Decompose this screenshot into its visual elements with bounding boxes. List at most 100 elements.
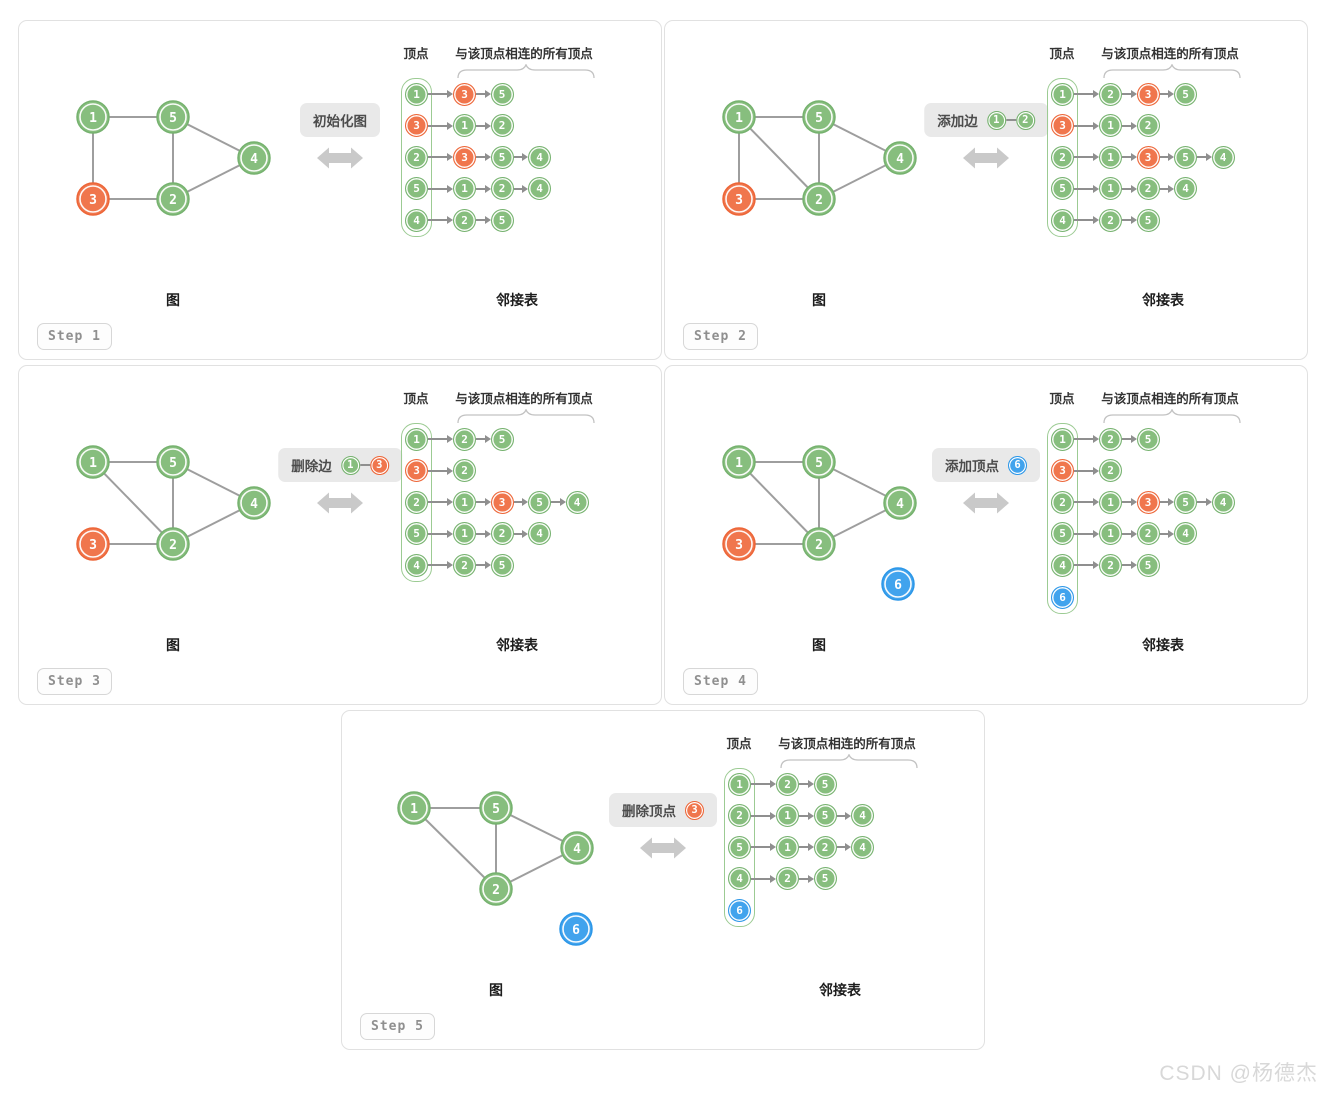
adjacent-node: 5 [490, 145, 514, 169]
brace-icon [457, 64, 595, 79]
node-circle [883, 141, 917, 175]
graph-node-label: 5 [492, 802, 500, 817]
arrow-icon [1074, 554, 1099, 577]
brace-icon [1103, 64, 1241, 79]
arrow-icon [1074, 114, 1099, 137]
vertex-column-box [1047, 423, 1078, 614]
adjacent-node: 1 [1099, 177, 1122, 201]
graph-node-5: 5 [802, 445, 836, 479]
graph-node-1: 1 [397, 791, 431, 825]
arrow-icon [476, 428, 491, 451]
node-circle [722, 182, 756, 216]
vertex-node: 2 [1051, 490, 1074, 514]
node-circle [802, 182, 836, 216]
node-circle [76, 527, 110, 561]
graph-node-label: 4 [896, 497, 904, 512]
adjacent-node: 5 [1174, 82, 1197, 106]
brace-path [1103, 64, 1241, 79]
graph-node-4: 4 [237, 486, 271, 520]
double-arrow-shape [640, 837, 686, 859]
adjacent-node: 3 [1136, 82, 1160, 106]
step-button[interactable]: Step 1 [37, 323, 112, 350]
vertex-node: 2 [405, 145, 428, 169]
graph-edge [92, 461, 174, 545]
graph-node-label: 2 [492, 883, 500, 898]
adjacent-node: 2 [776, 772, 799, 796]
adjacent-node: 1 [453, 177, 476, 201]
vertex-node: 5 [405, 522, 428, 546]
operation-label: 初始化图 [300, 103, 380, 137]
adjacent-node: 2 [1099, 553, 1122, 577]
vertex-node: 6 [1051, 585, 1074, 609]
graph-node-4: 4 [560, 831, 594, 865]
arrow-icon [751, 867, 776, 890]
adjacent-node: 4 [1211, 145, 1235, 169]
node-inner-ring [79, 103, 107, 131]
adjacent-node: 5 [813, 867, 837, 891]
adjacent-node: 5 [1136, 208, 1160, 232]
adjacent-node: 2 [490, 522, 514, 546]
arrow-icon [1159, 491, 1175, 514]
adjacent-node: 3 [453, 145, 476, 169]
adjacent-node: 2 [1099, 82, 1122, 106]
step-button[interactable]: Step 3 [37, 668, 112, 695]
node-circle [237, 486, 271, 520]
graph-node-label: 5 [815, 456, 823, 471]
graph-node-5: 5 [479, 791, 513, 825]
graph-node-5: 5 [802, 100, 836, 134]
vertex-node: 3 [405, 459, 428, 483]
vertex-column-header: 顶点 [403, 392, 429, 406]
node-inner-ring [240, 489, 268, 517]
node-inner-ring [159, 448, 187, 476]
step-button[interactable]: Step 5 [360, 1013, 435, 1040]
adjacent-node: 5 [490, 208, 514, 232]
vertex-column-header: 顶点 [1049, 47, 1075, 61]
adjacent-node: 2 [453, 459, 476, 483]
step-button[interactable]: Step 2 [683, 323, 758, 350]
arrow-icon [1122, 428, 1137, 451]
arrow-icon [1159, 177, 1175, 200]
adjacent-node: 1 [776, 804, 799, 828]
adjacent-node: 2 [453, 208, 476, 232]
node-inner-ring [725, 103, 753, 131]
brace-path [457, 64, 595, 79]
node-circle [560, 831, 594, 865]
arrow-icon [476, 491, 491, 514]
arrow-icon [1074, 209, 1099, 232]
graph-node-3: 3 [76, 527, 110, 561]
arrow-icon [428, 491, 453, 514]
operation-text: 删除顶点 [622, 804, 676, 819]
vertex-node: 3 [405, 114, 428, 138]
node-inner-ring [805, 448, 833, 476]
double-arrow-shape [317, 147, 363, 169]
adjacent-node: 2 [1136, 522, 1160, 546]
arrow-icon [1122, 83, 1137, 106]
double-arrow-icon [640, 837, 686, 859]
arrow-icon [513, 491, 529, 514]
node-circle [802, 100, 836, 134]
step-button[interactable]: Step 4 [683, 668, 758, 695]
double-arrow-icon [317, 147, 363, 169]
node-inner-ring [482, 875, 510, 903]
node-inner-ring [400, 794, 428, 822]
node-circle [156, 445, 190, 479]
arrow-icon [476, 554, 491, 577]
node-circle [802, 445, 836, 479]
vertex-column-header: 顶点 [1049, 392, 1075, 406]
adjacency-caption: 邻接表 [1142, 637, 1184, 653]
graph-node-3: 3 [722, 527, 756, 561]
